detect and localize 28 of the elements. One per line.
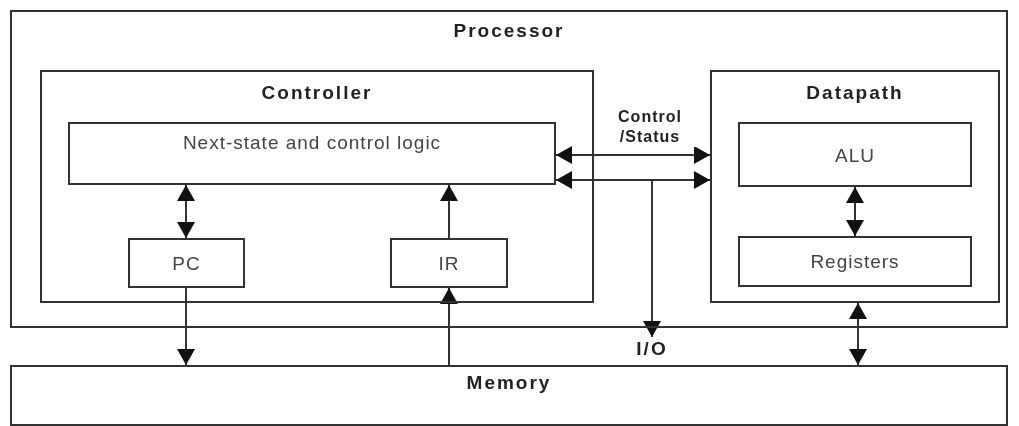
block-box: [40, 70, 594, 303]
block-box: [10, 365, 1008, 426]
component-box: [738, 122, 972, 187]
arrow: [177, 287, 195, 366]
arrow: [846, 186, 864, 237]
label: ALU: [834, 144, 876, 167]
arrow: [643, 179, 661, 338]
heading: Memory: [465, 372, 553, 394]
component-box: [128, 238, 245, 288]
heading: Datapath: [805, 82, 905, 104]
label: Registers: [809, 250, 901, 273]
component-box: [68, 122, 556, 185]
arrow: [440, 287, 458, 366]
arrow: [440, 184, 458, 239]
label: PC: [171, 252, 202, 275]
arrow: [555, 171, 711, 189]
component-box: [390, 238, 508, 288]
label: Next-state and control logic: [181, 131, 443, 154]
bus-label: I/O: [626, 337, 678, 361]
label: IR: [437, 252, 461, 275]
arrow: [849, 302, 867, 366]
heading: Processor: [452, 20, 566, 42]
block-box: [10, 10, 1008, 328]
heading: Controller: [260, 82, 374, 104]
arrow: [177, 184, 195, 239]
arrow: [555, 146, 711, 164]
block-box: [710, 70, 1000, 303]
component-box: [738, 236, 972, 287]
